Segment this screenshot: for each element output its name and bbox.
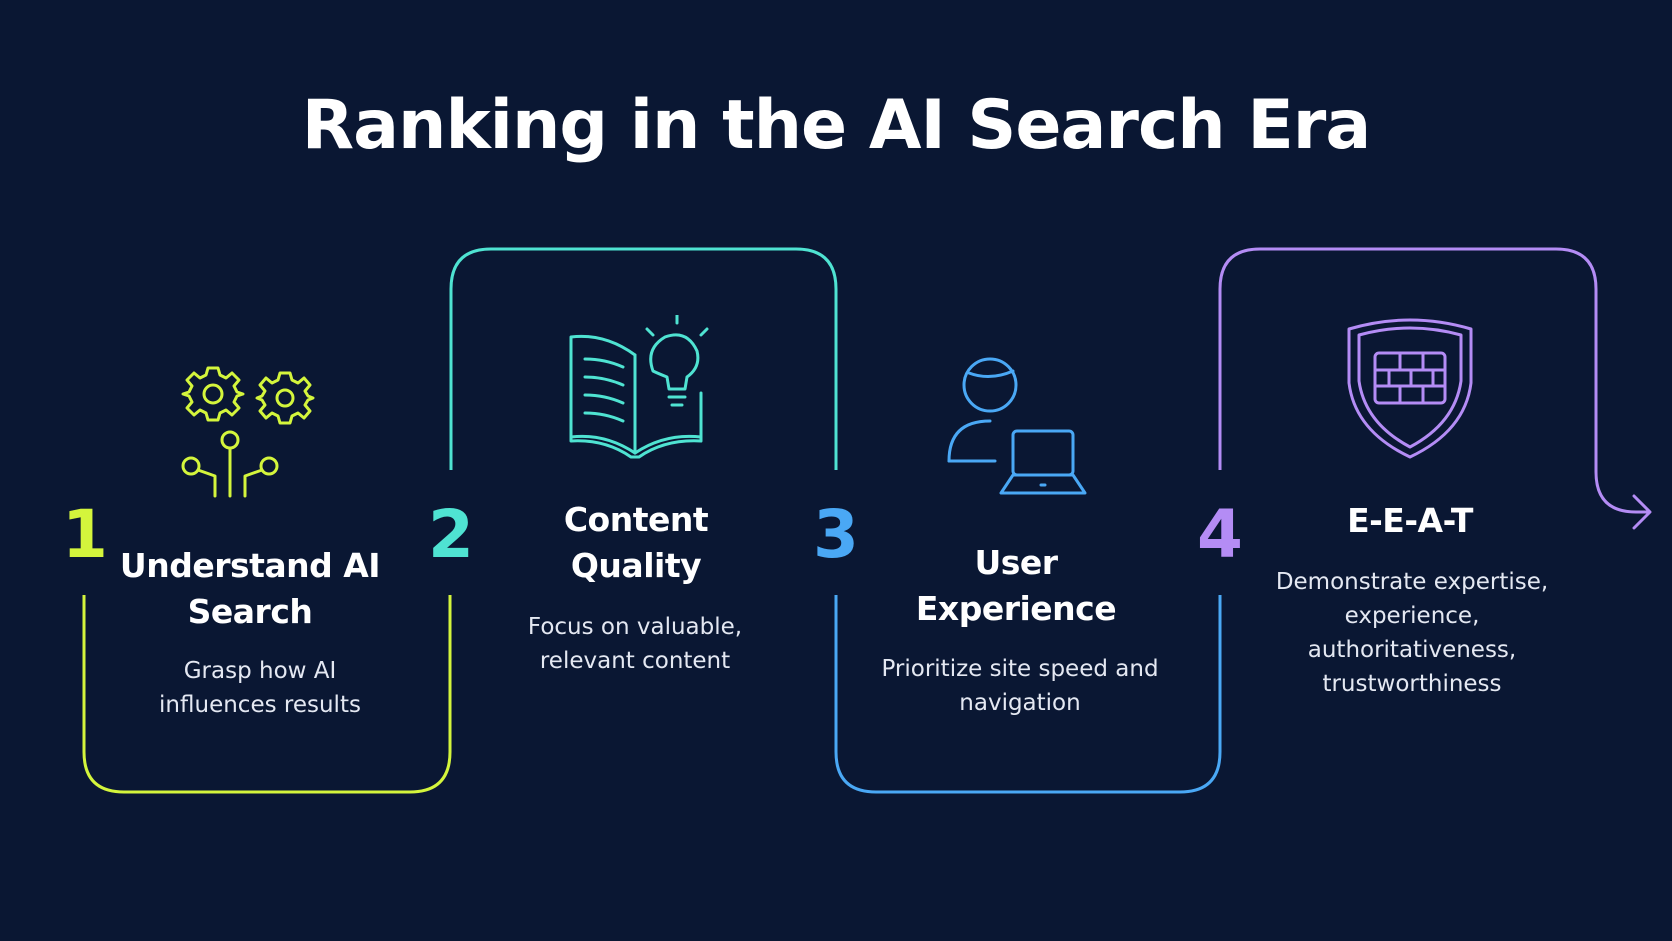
gears-circuit-icon [181, 366, 315, 498]
step-1-title: Understand AI Search [119, 546, 381, 631]
user-laptop-icon [947, 357, 1087, 495]
step-3-number: 3 [813, 496, 859, 573]
step-3-title: User Experience [915, 543, 1117, 628]
step-4-number: 4 [1197, 496, 1243, 573]
step-4-frame [1218, 247, 1648, 514]
book-lightbulb-icon [569, 315, 709, 459]
step-2-number: 2 [428, 496, 474, 573]
step-2-title: Content Quality [563, 500, 709, 585]
arrow-head-icon [1632, 494, 1652, 530]
step-3-frame [834, 595, 1222, 794]
step-4-description: Demonstrate expertise, experience, autho… [1275, 569, 1549, 697]
page-title: Ranking in the AI Search Era [301, 86, 1371, 165]
step-1-number: 1 [62, 496, 108, 573]
step-4-title: E-E-A-T [1347, 501, 1473, 540]
shield-firewall-icon [1347, 318, 1473, 459]
step-2-frame [449, 247, 838, 470]
step-2-description: Focus on valuable, relevant content [527, 614, 743, 674]
step-1-description: Grasp how AI influences results [159, 658, 361, 718]
step-3-description: Prioritize site speed and navigation [881, 656, 1159, 716]
step-1-frame [82, 595, 452, 794]
